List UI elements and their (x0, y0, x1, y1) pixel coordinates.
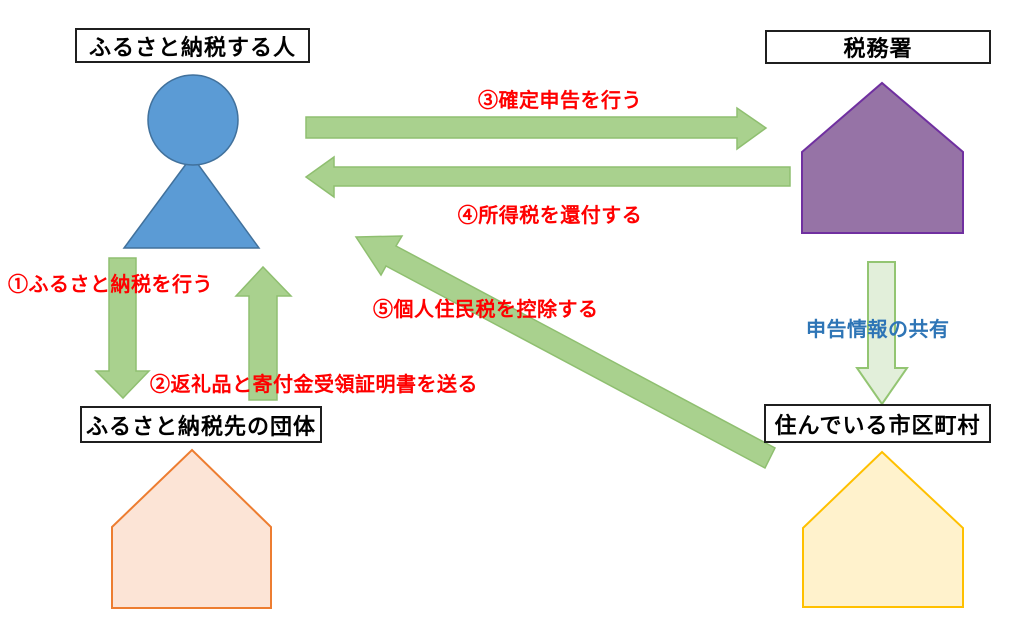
arrow-label-step2: ②返礼品と寄付金受領証明書を送る (150, 374, 478, 396)
arrow-label-step4: ④所得税を還付する (457, 205, 643, 227)
recipient-house-icon (111, 448, 272, 609)
person-icon (122, 74, 261, 249)
arrow-step1-down-icon (94, 257, 151, 400)
node-box-recipient: ふるさと納税先の団体 (80, 406, 322, 443)
arrow-step5-diagonal-icon (354, 235, 776, 470)
node-box-municipality: 住んでいる市区町村 (764, 404, 991, 443)
node-label-tax-office: 税務署 (843, 36, 913, 61)
arrow-step2-up-icon (234, 265, 293, 401)
node-box-tax-office: 税務署 (765, 30, 991, 64)
arrow-label-step1: ①ふるさと納税を行う (8, 274, 213, 296)
node-box-donor: ふるさと納税する人 (75, 28, 310, 63)
tax-office-house-icon (801, 81, 964, 234)
arrow-step4-left-icon (304, 155, 791, 199)
arrow-label-step5: ⑤個人住民税を控除する (373, 299, 599, 321)
arrow-info-share-down-icon (855, 261, 909, 406)
node-label-municipality: 住んでいる市区町村 (774, 412, 981, 438)
node-label-recipient: ふるさと納税先の団体 (85, 413, 316, 439)
node-label-donor: ふるさと納税する人 (88, 34, 296, 60)
municipality-house-icon (802, 450, 964, 608)
arrow-label-step3: ③確定申告を行う (478, 90, 642, 112)
arrow-step3-right-icon (305, 106, 768, 151)
arrow-label-info-share: 申告情報の共有 (806, 319, 950, 341)
